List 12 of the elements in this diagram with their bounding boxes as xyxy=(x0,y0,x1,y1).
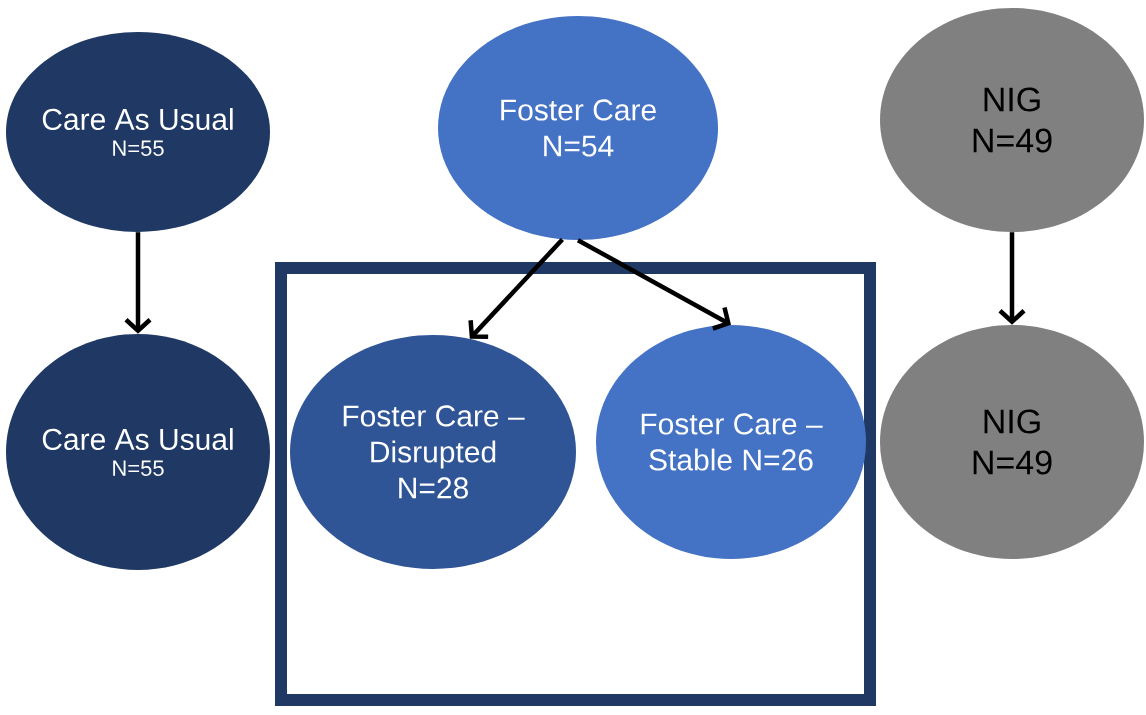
arrow xyxy=(998,232,1026,325)
arrow xyxy=(124,232,152,334)
arrow xyxy=(576,238,731,331)
oval-node: Foster Care – Stable N=26 xyxy=(596,325,866,559)
oval-node: Foster Care N=54 xyxy=(438,16,718,240)
oval-node: Care As Usual N=55 xyxy=(6,32,270,232)
oval-node: NIG N=49 xyxy=(880,325,1144,559)
oval-node: NIG N=49 xyxy=(880,8,1144,232)
oval-node: Foster Care – Disrupted N=28 xyxy=(290,335,576,569)
oval-node: Care As Usual N=55 xyxy=(6,334,270,570)
arrow xyxy=(468,237,564,339)
group-frame xyxy=(275,262,876,706)
